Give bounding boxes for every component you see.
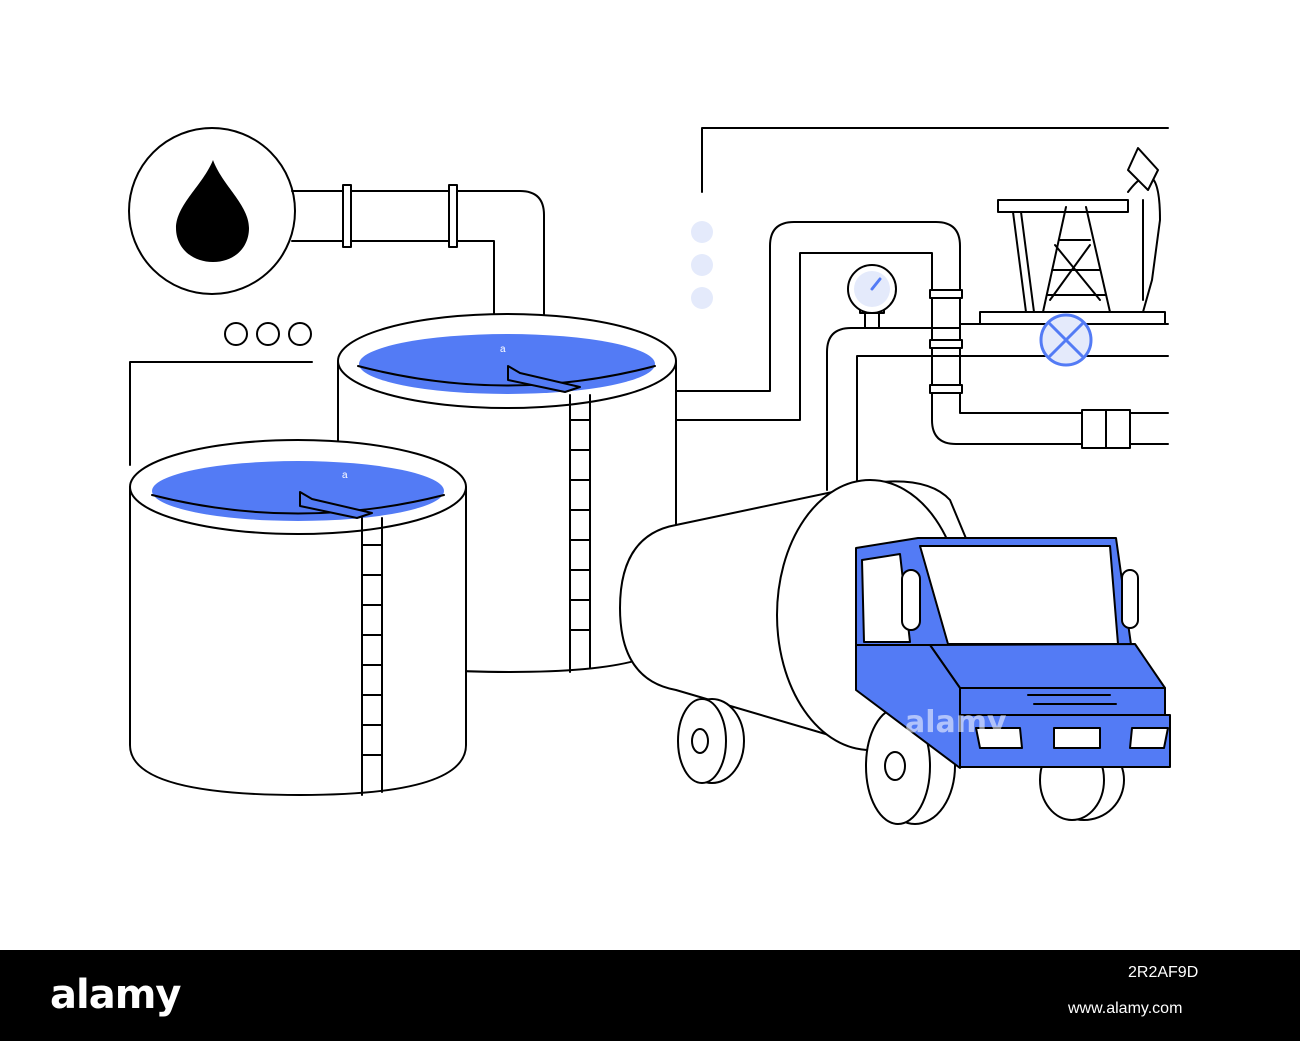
right-pipes bbox=[675, 221, 1169, 491]
oil-drop-badge bbox=[128, 127, 296, 295]
site-url[interactable]: www.alamy.com bbox=[1068, 1000, 1183, 1017]
svg-text:a: a bbox=[500, 344, 506, 355]
blue-dots bbox=[691, 221, 713, 309]
svg-text:a: a bbox=[342, 470, 348, 481]
image-id: 2R2AF9D bbox=[1128, 964, 1199, 981]
oil-storage-illustration: a a bbox=[128, 127, 1171, 825]
alamy-logo[interactable]: alamy bbox=[50, 972, 181, 1018]
oil-drop-icon bbox=[176, 160, 249, 262]
tanker-truck bbox=[619, 479, 1171, 825]
frame-lines bbox=[129, 127, 1169, 466]
pressure-gauge-icon bbox=[847, 264, 897, 329]
valve-icon bbox=[1039, 313, 1093, 367]
pumpjack-icon bbox=[979, 147, 1166, 325]
front-tank: a bbox=[129, 439, 467, 796]
top-pipe bbox=[291, 184, 545, 341]
outline-dots bbox=[224, 322, 312, 346]
footer-bar: alamy 2R2AF9D www.alamy.com bbox=[0, 950, 1300, 1041]
